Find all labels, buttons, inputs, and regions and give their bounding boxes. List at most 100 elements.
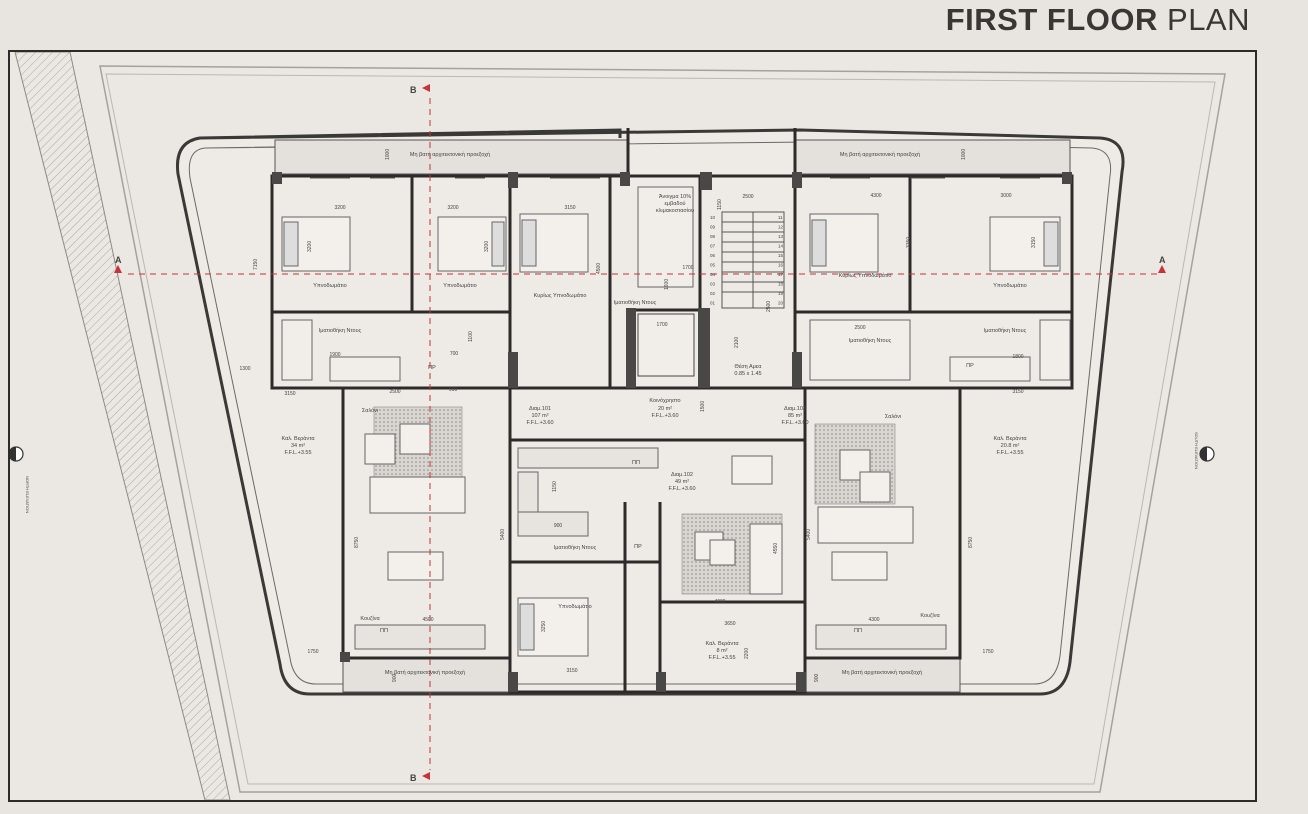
- dim-1750-b: 1750: [982, 649, 993, 655]
- dim-3150-b: 3150: [284, 391, 295, 397]
- ver-bottom-ffl: F.F.L.+3.55: [708, 655, 735, 661]
- ver-bottom-area: 8 m²: [717, 648, 728, 654]
- stair-number: 07: [710, 244, 716, 249]
- dim-900-b: 900: [554, 523, 563, 529]
- dim-1700: 1700: [656, 322, 667, 328]
- site-outline-inner: [105, 73, 1216, 785]
- dim-3150-a: 3150: [564, 205, 575, 211]
- u103-area: 85 m²: [788, 413, 802, 419]
- label-master-103: Κυρίως Υπνοδωμάτιο: [839, 272, 892, 279]
- label-kitchen-103: Κουζίνα: [920, 613, 940, 619]
- furniture: [364, 423, 914, 595]
- dim-3200-b: 3200: [447, 205, 458, 211]
- u101-area: 107 m²: [531, 413, 548, 419]
- room-labels: Υπνοδωμάτιο Υπνοδωμάτιο Κυρίως Υπνοδωμάτ…: [281, 151, 1027, 676]
- stair-number: 13: [778, 234, 784, 239]
- elevator: [637, 313, 695, 377]
- ver-left-ffl: F.F.L.+3.55: [284, 450, 311, 456]
- dim-2200: 2200: [744, 648, 750, 659]
- north-elevation-label: NORTH ELEVATION: [25, 476, 30, 513]
- dim-4550: 4550: [773, 543, 779, 554]
- u103-ffl: F.F.L.+3.60: [781, 420, 808, 426]
- label-bedroom-102: Υπνοδωμάτιο: [558, 603, 591, 610]
- north-elevation-fill: [10, 447, 16, 461]
- ver-right-ffl: F.F.L.+3.55: [996, 450, 1023, 456]
- dim-4300-a: 4300: [870, 193, 881, 199]
- label-living-101: Σαλόνι: [362, 407, 379, 414]
- dim-5400-a: 5400: [500, 529, 506, 540]
- label-living-103: Σαλόνι: [885, 413, 902, 420]
- u101-name: Διαμ.101: [529, 406, 551, 412]
- floor-plan: B B A A NORTH ELEVATION SOUTH ELEVATION …: [10, 52, 1226, 800]
- dim-5400-b: 5400: [806, 529, 812, 540]
- label-pergola-tl: Μη βατή αρχιτεκτονική προεξοχή: [410, 151, 490, 158]
- pergola-top-left: [274, 139, 628, 175]
- label-opening-2: εμβαδού: [664, 200, 685, 207]
- pergola-top-right: [794, 139, 1071, 175]
- dim-4000: 4000: [714, 599, 725, 605]
- stair-number: 10: [710, 215, 716, 220]
- stair-number: 04: [710, 272, 716, 277]
- dim-2100: 2100: [734, 337, 740, 348]
- label-pp-102: ΠΠ: [632, 460, 640, 466]
- corridor-ffl: F.F.L.+3.60: [651, 413, 678, 419]
- south-elevation-label: SOUTH ELEVATION: [1194, 432, 1199, 469]
- ver-left-area: 34 m²: [291, 443, 305, 449]
- dim-3200-v2: 3200: [484, 241, 490, 252]
- dim-3150-d: 3150: [566, 668, 577, 674]
- stair-number: 03: [710, 282, 716, 287]
- south-elevation-fill: [1200, 447, 1207, 461]
- label-pergola-tr: Μη βατή αρχιτεκτονική προεξοχή: [840, 151, 920, 158]
- label-wc-102: Ιματιοθήκη Ντους: [554, 544, 597, 551]
- dim-900: 900: [449, 387, 458, 393]
- corridor-area: 20 m²: [658, 406, 672, 412]
- stair-number: 11: [778, 215, 783, 220]
- u102-name: Διαμ.102: [671, 472, 693, 478]
- label-opening-1: Άνοιγμα 10%: [659, 194, 691, 200]
- stair-number: 12: [778, 225, 784, 230]
- dim-3150-v1: 3150: [906, 237, 912, 248]
- label-pp-101: ΠΠ: [380, 628, 388, 634]
- label-veranda-left: Καλ. Βεράντα: [281, 435, 315, 442]
- label-wc-common: Ιματιοθήκη Ντους: [614, 299, 657, 306]
- beds: [281, 213, 1061, 657]
- section-a-left: A: [115, 255, 122, 265]
- dim-3200-v1: 3200: [307, 241, 313, 252]
- dim-7150: 7150: [253, 259, 259, 270]
- label-corridor: Κοινόχρηστο: [649, 397, 680, 404]
- stair-number: 18: [778, 282, 784, 287]
- dim-1500: 1500: [700, 401, 706, 412]
- dim-900-v1: 900: [392, 673, 398, 682]
- dim-2500-c: 2500: [854, 325, 865, 331]
- dim-1600: 1600: [664, 279, 670, 290]
- u101-ffl: F.F.L.+3.60: [526, 420, 553, 426]
- plan-title-light: PLAN: [1167, 2, 1250, 37]
- section-labels: B B A A: [115, 85, 1166, 783]
- stair-number: 01: [710, 301, 716, 306]
- unit-labels: Διαμ.101 107 m² F.F.L.+3.60 Διαμ.102 49 …: [284, 406, 1023, 661]
- dim-2500-v: 2500: [766, 301, 772, 312]
- label-pergola-bl: Μη βατή αρχιτεκτονική προεξοχή: [385, 669, 465, 676]
- u102-area: 49 m²: [675, 479, 689, 485]
- stair-number: 14: [778, 244, 784, 249]
- elevation-labels: NORTH ELEVATION SOUTH ELEVATION: [25, 432, 1199, 513]
- dim-3200-a: 3200: [334, 205, 345, 211]
- stair-number: 20: [778, 301, 784, 306]
- stair-number: 17: [778, 272, 784, 277]
- stair-number: 05: [710, 263, 716, 268]
- label-pr-103: ΠΡ: [966, 363, 974, 369]
- label-veranda-bottom: Καλ. Βεράντα: [705, 640, 739, 647]
- kitchens: [354, 447, 947, 650]
- section-arrows: [114, 84, 1166, 780]
- label-refuge-dim: 0.85 x 1.45: [734, 371, 761, 377]
- dimension-labels: 3200 3200 3150 2500 4300 3000 1700 1900 …: [239, 193, 1023, 674]
- dim-3250: 3250: [541, 621, 547, 632]
- dim-3150-v2: 3150: [1031, 237, 1037, 248]
- dim-1300: 1300: [239, 366, 250, 372]
- dim-1100: 1100: [468, 331, 474, 342]
- label-bedroom-103: Υπνοδωμάτιο: [993, 282, 1026, 289]
- label-veranda-right: Καλ. Βεράντα: [993, 435, 1027, 442]
- dim-3000: 3000: [1000, 193, 1011, 199]
- dim-1700-b: 1700: [682, 265, 693, 271]
